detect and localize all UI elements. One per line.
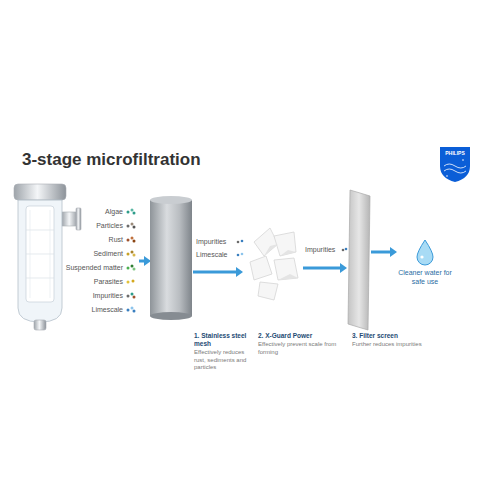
residue-dot	[241, 253, 244, 256]
contaminant-dot	[127, 253, 130, 256]
contaminant-dot	[133, 254, 136, 257]
inlet-arrow	[139, 256, 151, 266]
flow-arrow	[193, 267, 243, 277]
contaminant-dot	[133, 268, 136, 271]
contaminant-dot	[133, 310, 136, 313]
xguard-stage: 2. X-Guard PowerEffectively prevent scal…	[244, 222, 302, 302]
contaminant-dot	[133, 212, 136, 215]
stage-description: Further reduces impurities	[352, 341, 424, 349]
shower-filter	[14, 184, 81, 330]
stage-heading: 3. Filter screen	[352, 332, 424, 340]
contaminant-dot	[133, 296, 136, 299]
arrow-shaft	[193, 271, 236, 274]
philips-shield	[440, 147, 470, 182]
drop-shape	[398, 238, 452, 298]
stage-caption: 2. X-Guard PowerEffectively prevent scal…	[258, 332, 342, 356]
contaminant-dot	[127, 239, 130, 242]
contaminant-dot	[133, 240, 136, 243]
contaminant-dot	[132, 280, 135, 283]
arrow-head	[390, 247, 397, 257]
contaminant-dot	[133, 226, 136, 229]
stage-description: Effectively reduces rust, sediments and …	[194, 349, 256, 372]
flow-arrow	[371, 247, 397, 257]
contaminant-dot	[131, 223, 134, 226]
arrow-shaft	[303, 267, 340, 270]
contaminant-label: Rust	[40, 236, 123, 244]
contaminant-dot	[131, 251, 134, 254]
residue-label: Limescale	[196, 251, 234, 259]
contaminant-dot	[127, 267, 130, 270]
contaminant-dot	[131, 265, 134, 268]
contaminant-dot	[127, 309, 130, 312]
contaminant-dot	[131, 237, 134, 240]
contaminant-label: Suspended matter	[40, 264, 123, 272]
contaminant-label: Particles	[40, 222, 123, 230]
stage-caption: 3. Filter screenFurther reduces impuriti…	[352, 332, 424, 349]
contaminant-dot	[131, 209, 134, 212]
mesh-shape	[150, 196, 192, 320]
arrow-head	[236, 267, 243, 277]
residue-dot	[345, 248, 348, 251]
flow-arrow	[303, 263, 347, 273]
contaminant-label: Sediment	[40, 250, 123, 258]
stage-heading: 2. X-Guard Power	[258, 332, 342, 340]
result-text: Cleaner water for safe use	[398, 268, 452, 286]
stage-heading: 1. Stainless steel mesh	[194, 332, 256, 348]
arrow-head	[340, 263, 347, 273]
residue-dot	[237, 241, 240, 244]
residue-dot	[237, 254, 240, 257]
residue-label: Impurities	[196, 238, 234, 246]
residue-dot	[342, 249, 345, 252]
clean-water-node: Cleaner water for safe use	[398, 238, 452, 298]
contaminant-dot	[127, 211, 130, 214]
contaminant-label: Impurities	[40, 292, 123, 300]
contaminant-label: Limescale	[40, 306, 123, 314]
screen-stage: 3. Filter screenFurther reduces impuriti…	[348, 190, 370, 330]
contaminant-dot	[127, 295, 130, 298]
residue-dot	[241, 240, 244, 243]
stage-caption: 1. Stainless steel meshEffectively reduc…	[194, 332, 256, 372]
screen-shape	[348, 190, 370, 330]
diagram-title: 3-stage microfiltration	[22, 150, 201, 170]
brand-name: PHILIPS	[440, 150, 470, 156]
contaminant-dot	[127, 225, 130, 228]
contaminant-dot	[131, 307, 134, 310]
stage-description: Effectively prevent scale from forming	[258, 341, 342, 356]
contaminant-label: Parasites	[40, 278, 123, 286]
contaminant-dot	[131, 293, 134, 296]
contaminant-label: Algae	[40, 208, 123, 216]
contaminant-dot	[127, 281, 130, 284]
mesh-stage: 1. Stainless steel meshEffectively reduc…	[150, 196, 192, 320]
residue-label: Impurities	[305, 246, 341, 254]
arrow-shaft	[371, 251, 390, 254]
xguard-shape	[244, 222, 302, 302]
